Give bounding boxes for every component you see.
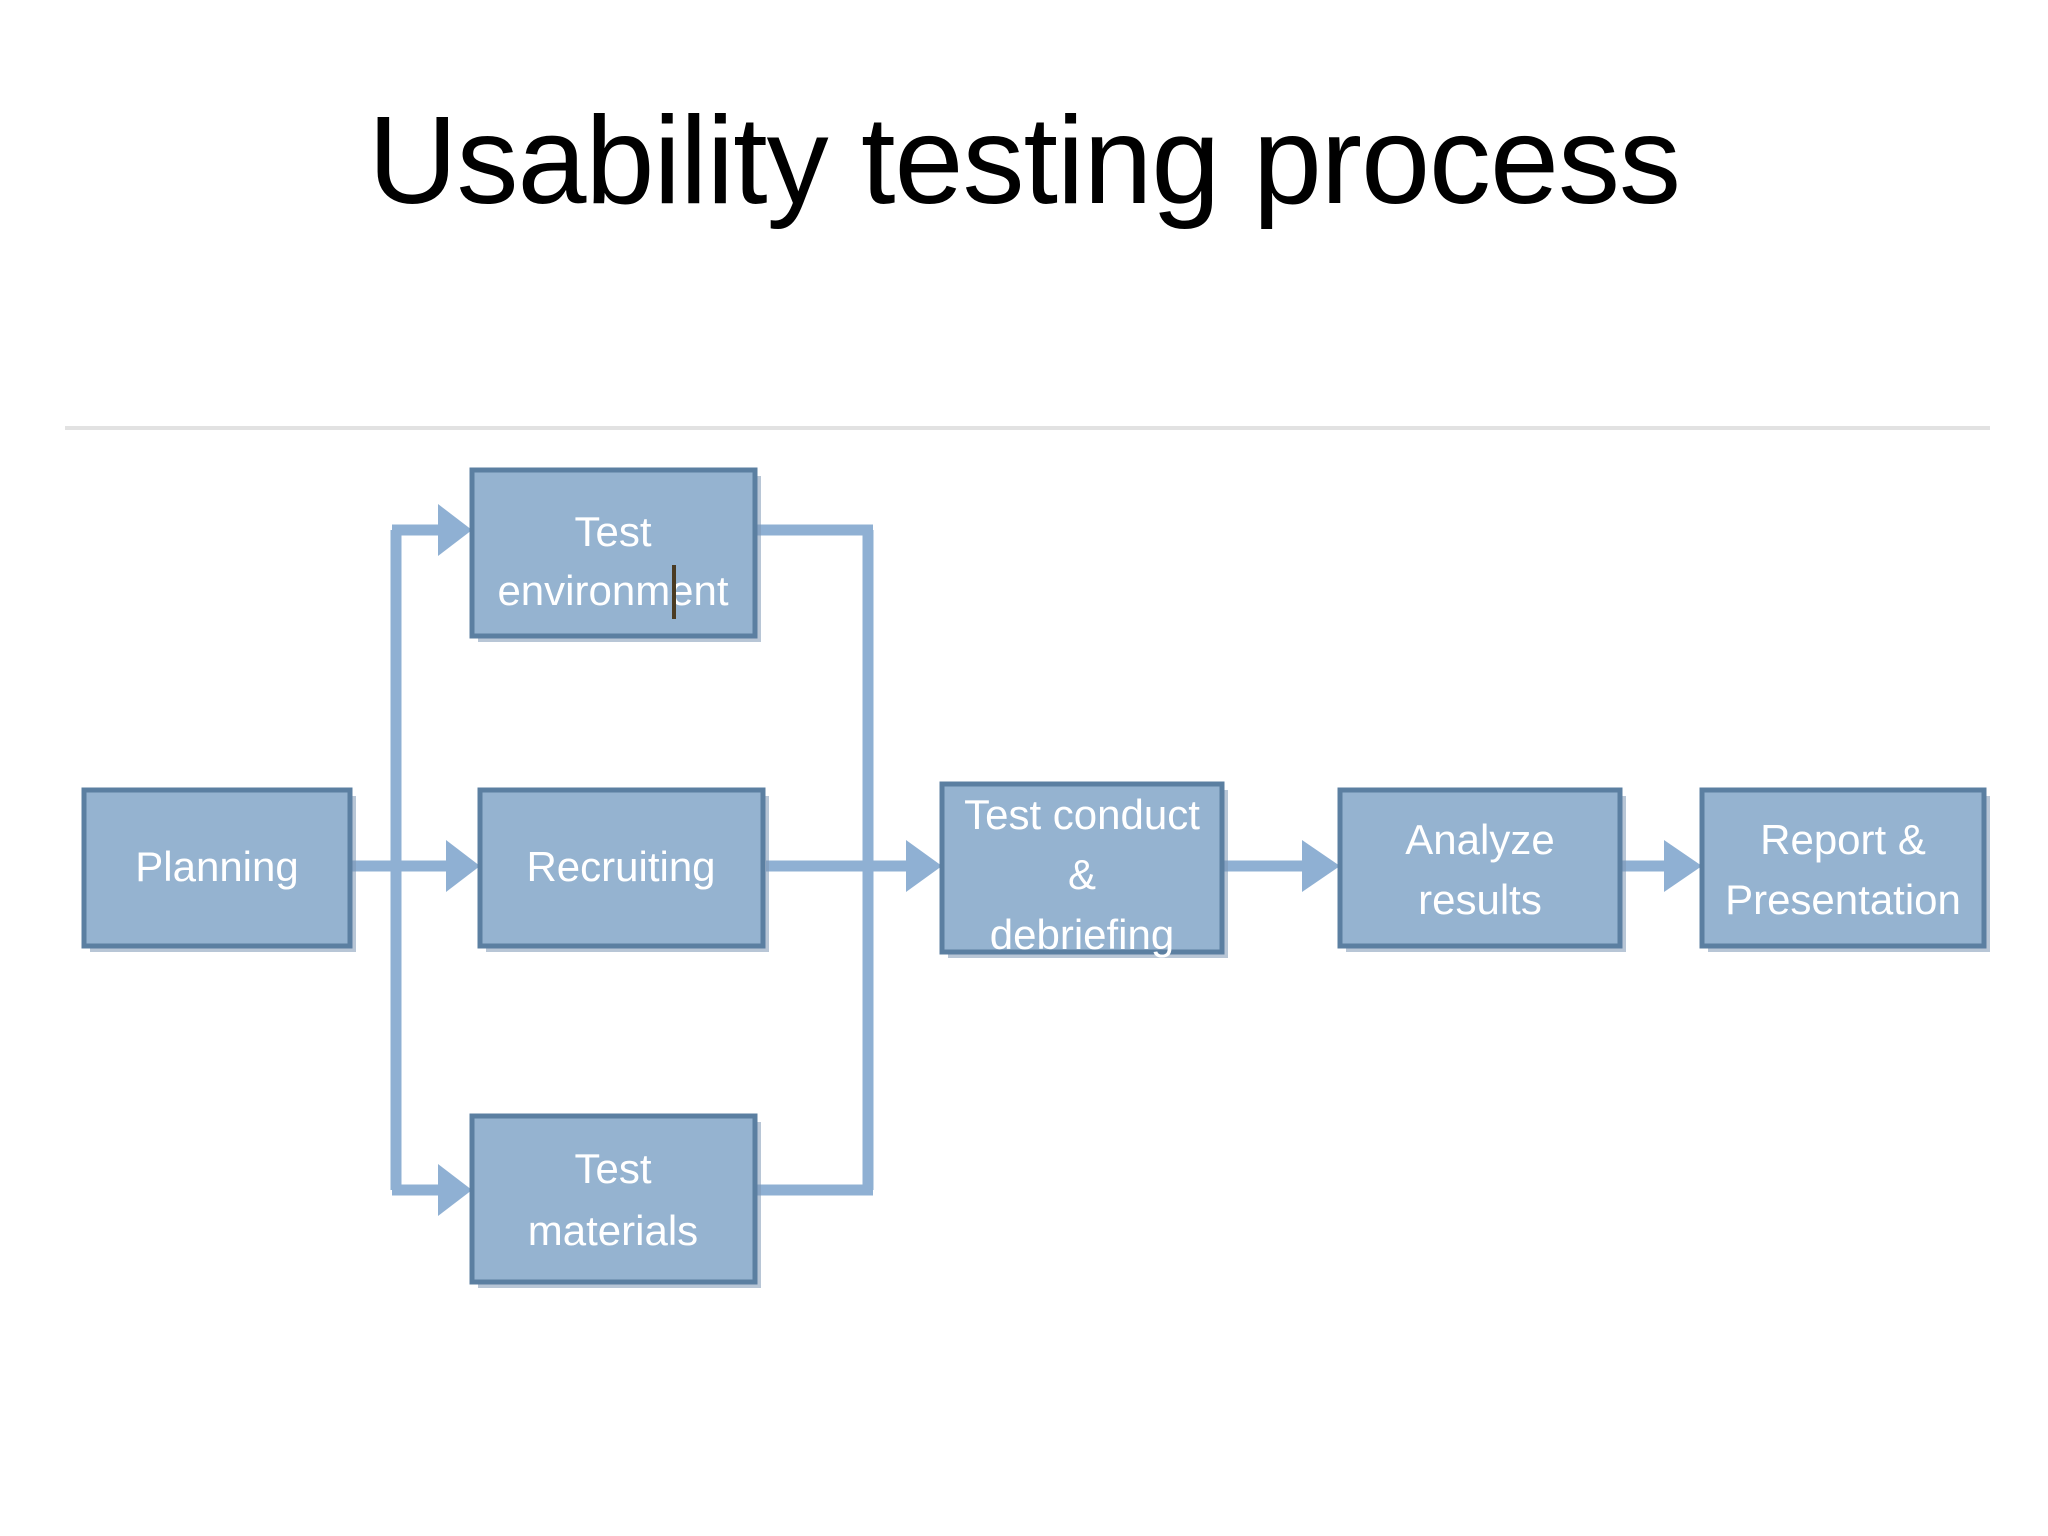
node-test-environment-box[interactable] [469,467,758,639]
node-test-environment-label-line1: Test [574,508,651,555]
title-divider [65,426,1990,430]
node-planning-box[interactable] [81,787,353,949]
connector-layer [352,504,1702,1216]
node-analyze-results-label-line2: results [1418,876,1542,923]
node-report-presentation-label-line2: Presentation [1725,876,1961,923]
node-test-materials-label-line1: Test [574,1145,651,1192]
node-test-environment-label-line2: environment [497,567,728,614]
text-caret [672,565,676,619]
arrowhead-to-recruiting [446,840,480,892]
node-analyze-results-label-line1: Analyze [1405,816,1554,863]
node-test-conduct-debriefing[interactable]: Test conduct & debriefing [939,781,1228,958]
node-planning-label: Planning [135,843,298,890]
node-analyze-results-box[interactable] [1337,787,1623,949]
node-recruiting-box[interactable] [477,787,766,949]
node-recruiting-label: Recruiting [526,843,715,890]
node-test-conduct-label-line2: & [1068,851,1096,898]
arrowhead-to-test-environment [438,504,472,556]
arrowhead-to-report-presentation [1664,840,1702,892]
page-title: Usability testing process [368,92,1681,230]
node-test-materials-label-line2: materials [528,1207,698,1254]
node-analyze-results[interactable]: Analyze results [1337,787,1626,952]
arrowhead-to-analyze-results [1302,840,1340,892]
node-report-presentation-box[interactable] [1699,787,1987,949]
node-recruiting[interactable]: Recruiting [477,787,769,952]
node-report-presentation[interactable]: Report & Presentation [1699,787,1990,952]
node-test-conduct-box[interactable] [939,781,1225,955]
arrowhead-to-test-conduct [906,840,942,892]
arrowhead-to-test-materials [438,1164,472,1216]
node-test-conduct-label-line3: debriefing [990,911,1174,958]
node-planning[interactable]: Planning [81,787,356,952]
node-test-environment[interactable]: Test environment [469,467,761,642]
node-test-conduct-label-line1: Test conduct [964,791,1200,838]
node-test-materials-box[interactable] [469,1113,758,1285]
node-test-materials[interactable]: Test materials [469,1113,761,1288]
node-report-presentation-label-line1: Report & [1760,816,1926,863]
